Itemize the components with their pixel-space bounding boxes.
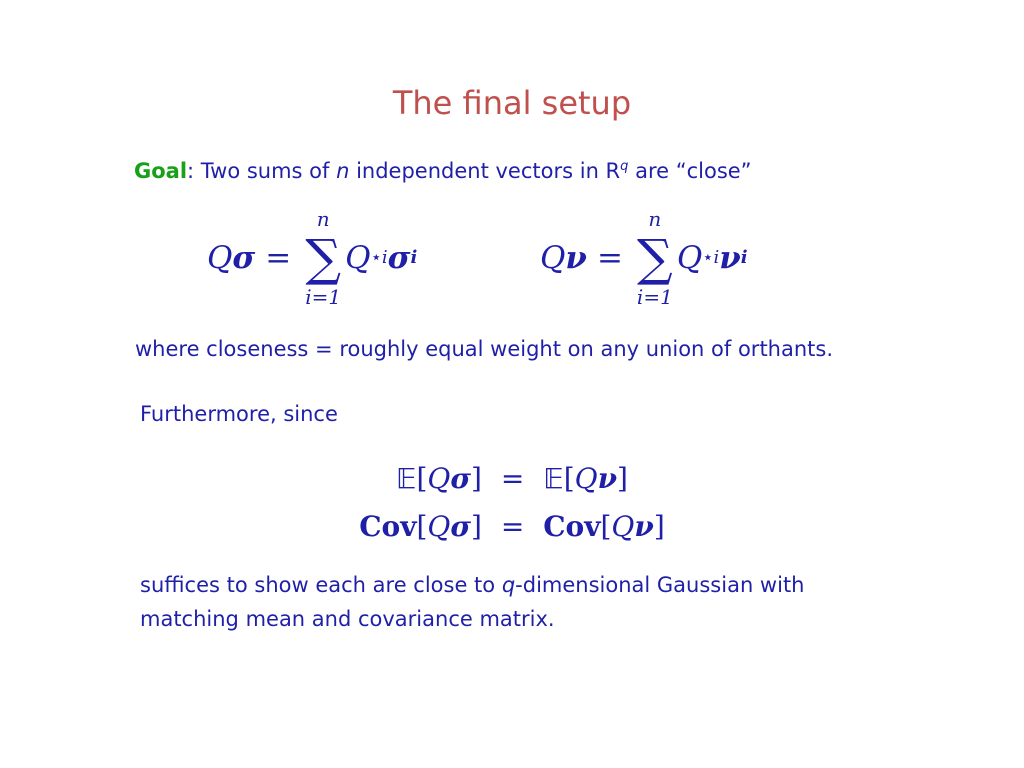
slide-title: The final setup [392, 84, 632, 122]
suffices-text-2: -dimensional Gaussian with matching mean… [140, 573, 805, 631]
covariance-equation: Cov[Qσ] = Cov[Qν] [0, 503, 1024, 551]
expectation-q-right: Q [574, 462, 598, 495]
formula-sigma-sum: n ∑ i=1 [305, 209, 341, 307]
covariance-close-left: ] [471, 510, 482, 543]
formula-nu-term-vec: ν [719, 240, 741, 276]
expectation-q-left: Q [427, 462, 451, 495]
formula-nu-sum-bottom: i=1 [636, 285, 673, 309]
closeness-definition: where closeness = roughly equal weight o… [135, 337, 834, 361]
formula-sigma-term-q: Q [345, 240, 371, 276]
expectation-close-left: ] [471, 462, 482, 495]
expectation-nu: ν [597, 462, 618, 495]
suffices-q: q [501, 573, 516, 597]
goal-text-3: are “close” [628, 159, 752, 183]
formula-sigma-sum-bottom: i=1 [305, 285, 342, 309]
goal-n: n [336, 159, 350, 183]
suffices-text-1: suffices to show each are close to [140, 573, 502, 597]
moment-equations: 𝔼[Qσ] = 𝔼[Qν] Cov[Qσ] = Cov[Qν] [0, 455, 1024, 551]
goal-text-2: independent vectors in R [349, 159, 621, 183]
formula-sigma-term-vec: σ [387, 240, 411, 276]
formula-sigma-eq: = [265, 240, 292, 276]
covariance-close-right: ] [653, 510, 665, 543]
expectation-sigma: σ [450, 462, 472, 495]
formula-nu-term-q: Q [676, 240, 703, 276]
expectation-e-left: 𝔼 [396, 462, 417, 495]
covariance-eq: = [500, 510, 525, 543]
expectation-equation: 𝔼[Qσ] = 𝔼[Qν] [0, 455, 1024, 503]
formula-nu-sum: n ∑ i=1 [637, 209, 673, 307]
covariance-q-left: Q [427, 510, 451, 543]
expectation-eq: = [500, 462, 525, 495]
formula-sigma-sum-sign: ∑ [305, 229, 342, 287]
expectation-open-right: [ [563, 462, 575, 495]
covariance-cov-right: Cov [543, 510, 601, 543]
goal-statement: Goal: Two sums of n independent vectors … [134, 154, 752, 188]
formula-nu-term-star: ⋆ [702, 247, 714, 268]
covariance-cov-left: Cov [359, 510, 417, 543]
expectation-e-right: 𝔼 [543, 462, 564, 495]
formula-sigma-lhs-q: Q [207, 240, 233, 276]
expectation-close-right: ] [617, 462, 628, 495]
formula-sigma-term-i: i [381, 247, 388, 268]
formula-nu-lhs-vec: ν [565, 240, 587, 276]
covariance-q-right: Q [611, 510, 635, 543]
covariance-open-left: [ [416, 510, 428, 543]
goal-text-1: : Two sums of [187, 159, 337, 183]
formula-nu-lhs-q: Q [540, 240, 566, 276]
formula-sigma-sum-top: n [316, 207, 330, 231]
suffices-conclusion: suffices to show each are close to q-dim… [140, 568, 900, 636]
formula-nu-sum-sign: ∑ [637, 229, 673, 287]
covariance-open-right: [ [600, 510, 612, 543]
formula-sigma-term-star: ⋆ [370, 247, 382, 268]
expectation-open-left: [ [416, 462, 428, 495]
goal-label: Goal [134, 159, 188, 183]
goal-q-superscript: q [620, 159, 629, 174]
formula-nu-term-i: i [713, 247, 720, 268]
furthermore-text: Furthermore, since [140, 402, 338, 426]
formula-sigma-lhs-vec: σ [232, 240, 256, 276]
covariance-nu: ν [634, 510, 654, 543]
formula-nu-sum-top: n [648, 207, 662, 231]
covariance-sigma: σ [450, 510, 472, 543]
formula-nu-eq: = [596, 240, 623, 276]
